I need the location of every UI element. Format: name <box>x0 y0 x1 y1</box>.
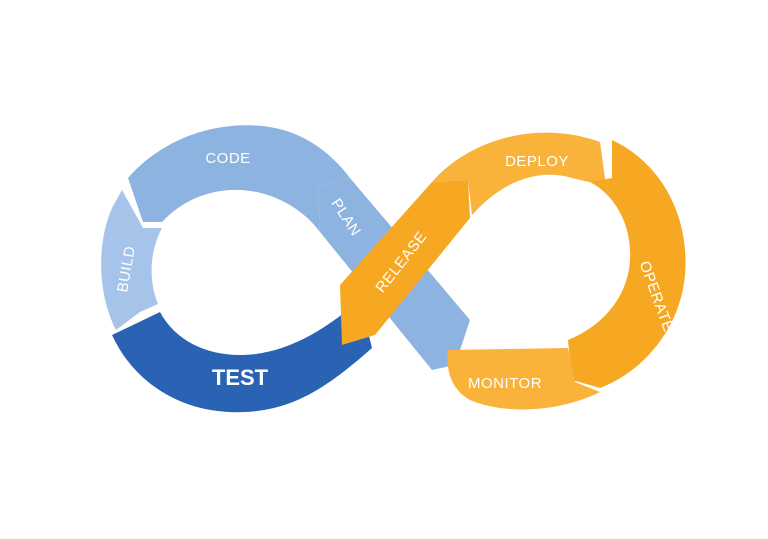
deploy-segment <box>432 132 606 215</box>
test-label: TEST <box>212 365 269 390</box>
code-segment <box>128 125 350 232</box>
release-segment <box>340 180 470 345</box>
test-segment <box>112 300 372 413</box>
operate-segment <box>568 140 686 388</box>
monitor-segment <box>447 348 600 410</box>
code-label: CODE <box>205 150 250 167</box>
build-segment <box>101 190 162 330</box>
deploy-label: DEPLOY <box>505 153 569 170</box>
monitor-label: MONITOR <box>468 375 542 392</box>
